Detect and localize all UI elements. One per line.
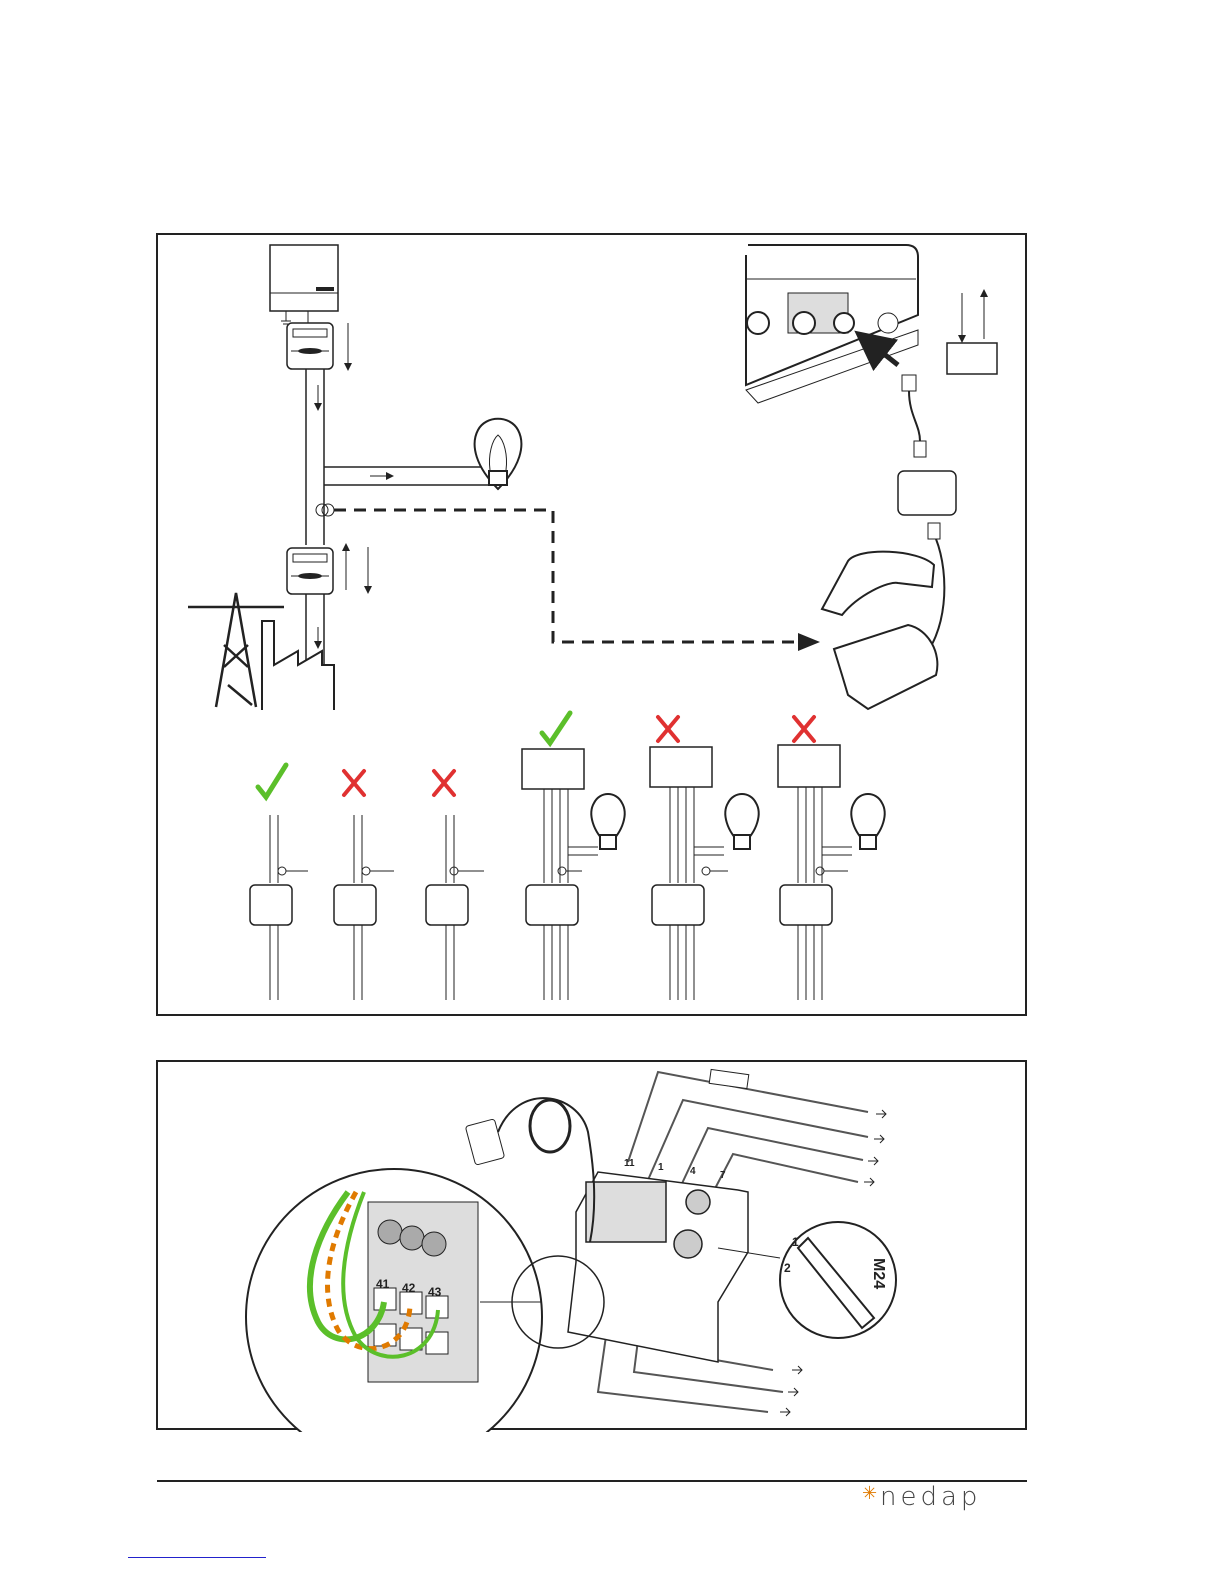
installation-diagram-panel xyxy=(156,233,1027,1016)
check-mark-icon xyxy=(258,765,286,797)
installation-diagram xyxy=(158,235,1029,1018)
meter-wiring-diagram: 11 1 4 7 41 42 43 1 2 M24 xyxy=(158,1062,1029,1432)
inverter xyxy=(270,245,338,311)
energy-meter-top xyxy=(287,323,333,369)
svg-text:11: 11 xyxy=(624,1158,635,1169)
svg-text:2: 2 xyxy=(784,1261,791,1275)
svg-text:1: 1 xyxy=(658,1162,664,1173)
svg-text:43: 43 xyxy=(428,1285,442,1299)
brand-star-icon: ✳ xyxy=(862,1484,877,1502)
light-bulb-icon xyxy=(475,419,522,489)
check-mark-icon xyxy=(542,713,570,743)
svg-text:42: 42 xyxy=(402,1281,416,1295)
current-clamp-icon xyxy=(822,552,937,709)
svg-text:7: 7 xyxy=(720,1170,726,1181)
brand-logo: nedap xyxy=(880,1483,981,1511)
cross-mark-icon xyxy=(658,717,678,741)
cross-mark-icon xyxy=(794,717,814,741)
svg-text:M24: M24 xyxy=(870,1258,887,1289)
svg-text:1: 1 xyxy=(792,1235,799,1249)
link-underline xyxy=(128,1557,266,1558)
energy-meter-grid xyxy=(287,548,333,594)
svg-text:41: 41 xyxy=(376,1277,390,1291)
svg-text:4: 4 xyxy=(690,1166,696,1177)
cross-mark-icon xyxy=(434,771,454,795)
cross-mark-icon xyxy=(344,771,364,795)
meter-wiring-panel: 11 1 4 7 41 42 43 1 2 M24 xyxy=(156,1060,1027,1430)
terminal-zoom-detail: 41 42 43 xyxy=(246,1169,542,1432)
din-rail-meter xyxy=(568,1172,748,1362)
factory-icon xyxy=(262,621,334,710)
inverter-connection-port xyxy=(746,245,918,403)
meter-dial-detail: 1 2 M24 xyxy=(780,1222,896,1338)
